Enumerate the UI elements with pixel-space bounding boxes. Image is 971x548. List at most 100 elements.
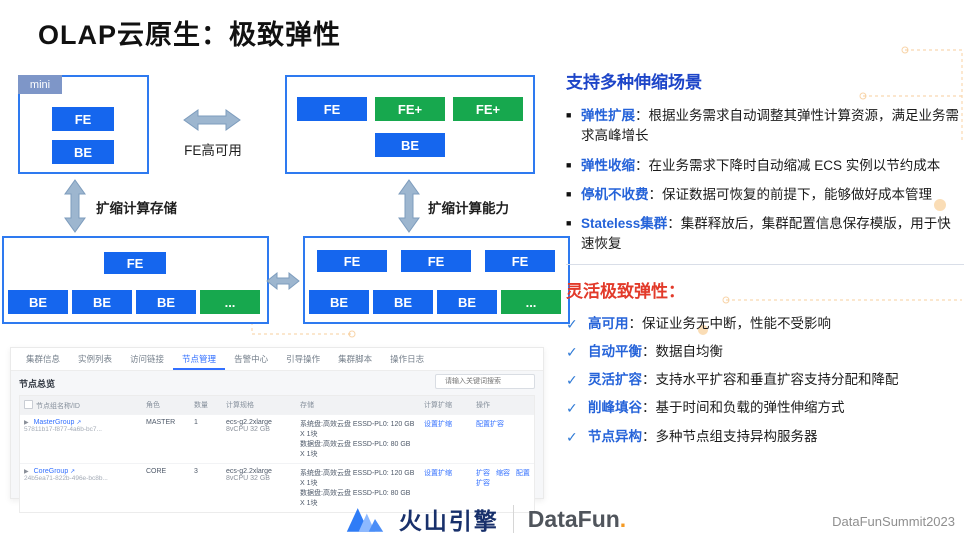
- node-group-name-link[interactable]: MasterGroup: [33, 419, 75, 426]
- node-fe: FE: [104, 252, 166, 274]
- node-fe-plus: FE+: [375, 97, 445, 121]
- node-group-table: 节点组名称/ID 角色 数量 计算规格 存储 计算扩缩 操作 ▶ MasterG…: [19, 395, 535, 513]
- table-row-master-group: ▶ MasterGroup ↗ 57811b17-f877-4a6b-bc7..…: [20, 414, 534, 464]
- table-row-core-group: ▶ CoreGroup ↗ 24b5ea71-822b-496e-bc8b...…: [20, 463, 534, 512]
- role-cell: CORE: [142, 463, 190, 512]
- select-all-checkbox[interactable]: [24, 399, 33, 409]
- node-fe-plus: FE+: [453, 97, 523, 121]
- double-arrow-horizontal-icon: [266, 271, 300, 291]
- spec-cell: ecs-g2.2xlarge 8vCPU 32 GB: [222, 463, 296, 512]
- col-header-name: 节点组名称/ID: [20, 396, 142, 415]
- fe-ha-label: FE高可用: [184, 143, 242, 158]
- count-cell: 1: [190, 414, 222, 464]
- bullet-stateless-cluster: ■ Stateless集群：集群释放后，集群配置信息保存模版，用于快速恢复: [566, 214, 964, 255]
- datafun-logo: DataFun.: [527, 505, 627, 532]
- check-auto-balance: ✓ 自动平衡：数据自均衡: [566, 342, 964, 362]
- volcengine-brand-name: 火山引擎: [398, 508, 499, 534]
- configure-scale-up-link[interactable]: 配置扩容: [476, 470, 530, 487]
- cluster-scaled-fe: FE FE+ FE+ BE: [285, 75, 535, 174]
- search-input[interactable]: [443, 377, 538, 386]
- console-tab-alert-center[interactable]: 告警中心: [234, 354, 269, 364]
- node-be: BE: [309, 290, 369, 314]
- scale-compute-label: 扩缩计算能力: [428, 201, 509, 216]
- console-tab-instance-list[interactable]: 实例列表: [78, 354, 113, 364]
- node-fe: FE: [485, 250, 555, 272]
- scale-down-link[interactable]: 缩容: [495, 470, 510, 477]
- double-arrow-vertical-icon: [398, 179, 420, 233]
- node-be: BE: [52, 140, 114, 164]
- col-header-storage: 存储: [296, 396, 420, 415]
- col-header-spec: 计算规格: [222, 396, 296, 415]
- check-icon: ✓: [566, 343, 578, 360]
- role-cell: MASTER: [142, 414, 190, 464]
- scale-storage-label: 扩缩计算存储: [96, 201, 177, 216]
- node-group-id: 24b5ea71-822b-496e-bc8b...: [24, 475, 108, 482]
- node-more: ...: [501, 290, 561, 314]
- console-tab-cluster-info[interactable]: 集群信息: [26, 354, 61, 364]
- check-flexible-scaling: ✓ 灵活扩容：支持水平扩容和垂直扩容支持分配和降配: [566, 370, 964, 390]
- right-panel: 支持多种伸缩场景 ■ 弹性扩展：根据业务需求自动调整其弹性计算资源，满足业务需求…: [566, 68, 964, 455]
- console-tab-access-links[interactable]: 访问链接: [130, 354, 165, 364]
- external-link-icon[interactable]: ↗: [76, 420, 82, 426]
- cluster-base: FE BE BE BE ...: [2, 236, 269, 324]
- bullet-no-charge-when-stopped: ■ 停机不收费：保证数据可恢复的前提下，能够做好成本管理: [566, 185, 964, 205]
- bullet-square-icon: ■: [566, 188, 572, 199]
- node-be: BE: [373, 290, 433, 314]
- bullet-square-icon: ■: [566, 159, 572, 170]
- page-title: OLAP云原生：极致弹性: [38, 20, 342, 50]
- spec-cell: ecs-g2.2xlarge 8vCPU 32 GB: [222, 414, 296, 464]
- double-arrow-horizontal-icon: [183, 109, 241, 131]
- check-high-availability: ✓ 高可用：保证业务无中断，性能不受影响: [566, 314, 964, 334]
- section-divider: [566, 263, 964, 265]
- volcengine-logo-icon: [346, 508, 383, 532]
- storage-cell: 系统盘:高效云盘 ESSD-PL0: 120 GB X 1块 数据盘:高效云盘 …: [296, 463, 420, 512]
- node-fe: FE: [401, 250, 471, 272]
- external-link-icon[interactable]: ↗: [70, 469, 76, 475]
- bullet-elastic-shrink: ■ 弹性收缩：在业务需求下降时自动缩减 ECS 实例以节约成本: [566, 156, 964, 176]
- node-group-id: 57811b17-f877-4a6b-bc7...: [24, 426, 102, 433]
- scenarios-heading: 支持多种伸缩场景: [566, 73, 702, 92]
- check-peak-shaving: ✓ 削峰填谷：基于时间和负载的弹性伸缩方式: [566, 398, 964, 418]
- node-be: BE: [375, 133, 445, 157]
- cluster-mini: mini FE BE: [18, 75, 149, 174]
- configure-scale-up-link[interactable]: 配置扩容: [476, 421, 504, 428]
- scale-up-link[interactable]: 扩容: [476, 470, 490, 477]
- console-tab-guide-actions[interactable]: 引导操作: [286, 354, 321, 364]
- mini-tag: mini: [18, 75, 62, 94]
- footer: 火山引擎 DataFun.: [0, 502, 971, 536]
- check-icon: ✓: [566, 428, 578, 445]
- node-be: BE: [8, 290, 68, 314]
- cluster-scaled: FE FE FE BE BE BE ...: [303, 236, 570, 324]
- row-expander-icon[interactable]: ▶: [24, 469, 29, 475]
- console-tab-operation-logs[interactable]: 操作日志: [390, 354, 425, 364]
- node-fe: FE: [297, 97, 367, 121]
- console-tab-bar: 集群信息 实例列表 访问链接 节点管理 告警中心 引导操作 集群脚本 操作日志: [11, 348, 543, 371]
- row-expander-icon[interactable]: ▶: [24, 420, 29, 426]
- node-more: ...: [200, 290, 260, 314]
- node-group-name-link[interactable]: CoreGroup: [33, 468, 69, 475]
- col-header-scale: 计算扩缩: [420, 396, 472, 415]
- node-fe: FE: [52, 107, 114, 131]
- bullet-elastic-expand: ■ 弹性扩展：根据业务需求自动调整其弹性计算资源，满足业务需求高峰增长: [566, 106, 964, 147]
- scale-settings-link[interactable]: 设置扩缩: [424, 470, 452, 477]
- node-be: BE: [72, 290, 132, 314]
- console-tab-node-management[interactable]: 节点管理: [173, 348, 225, 370]
- bullet-square-icon: ■: [566, 110, 572, 120]
- node-overview-title: 节点总览: [19, 379, 56, 389]
- console-panel: 集群信息 实例列表 访问链接 节点管理 告警中心 引导操作 集群脚本 操作日志 …: [10, 347, 544, 513]
- node-be: BE: [136, 290, 196, 314]
- col-header-count: 数量: [190, 396, 222, 415]
- summit-watermark: DataFunSummit2023: [832, 514, 955, 529]
- scale-settings-link[interactable]: 设置扩缩: [424, 421, 452, 428]
- console-body: 节点总览 节点组名称/ID 角色 数量: [11, 371, 543, 513]
- check-icon: ✓: [566, 400, 578, 417]
- check-heterogeneous-nodes: ✓ 节点异构：多种节点组支持异构服务器: [566, 427, 964, 447]
- search-box[interactable]: [435, 374, 538, 389]
- double-arrow-vertical-icon: [64, 179, 86, 233]
- console-tab-cluster-scripts[interactable]: 集群脚本: [338, 354, 373, 364]
- check-icon: ✓: [566, 315, 578, 332]
- node-be: BE: [437, 290, 497, 314]
- check-icon: ✓: [566, 372, 578, 389]
- storage-cell: 系统盘:高效云盘 ESSD-PL0: 120 GB X 1块 数据盘:高效云盘 …: [296, 414, 420, 464]
